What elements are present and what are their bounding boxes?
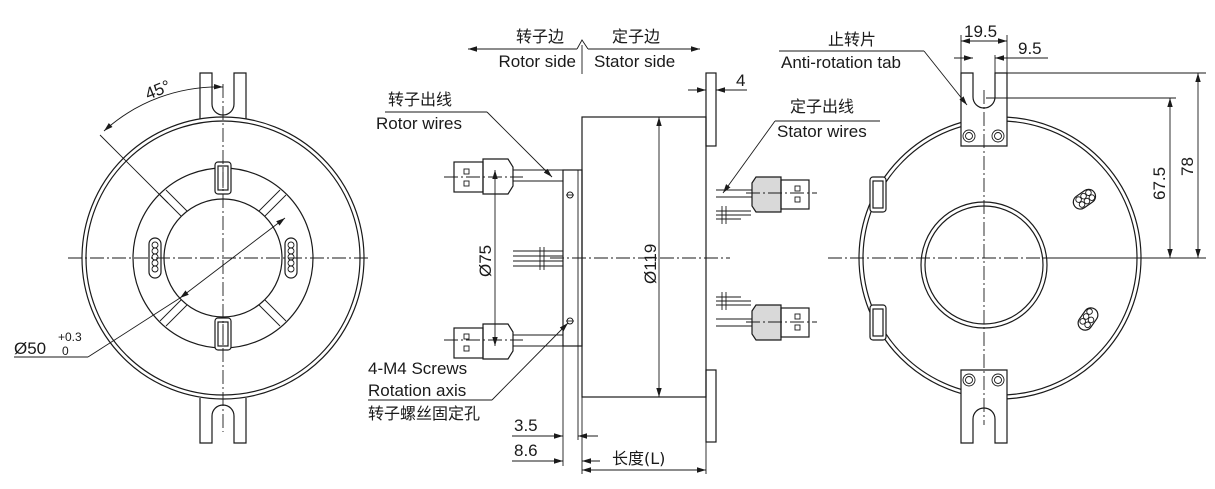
dim-3-5: 3.5 (514, 416, 538, 435)
stator-wire-bundle-upper (1072, 188, 1097, 210)
rotor-center-wires (513, 247, 563, 270)
stator-wires-zh: 定子出线 (790, 97, 854, 116)
rotor-wires-callout: 转子出线 Rotor wires (376, 90, 553, 178)
slot-height-label: 67.5 (1150, 167, 1169, 200)
stator-usb-port-lower (869, 304, 887, 341)
bore-diameter-label: Ø50 (14, 339, 46, 358)
rotation-axis-label: Rotation axis (368, 381, 466, 400)
rotor-usb-connector-bottom (444, 323, 563, 360)
anti-rotation-tab-top (960, 72, 1008, 147)
rotor-wires-zh: 转子出线 (388, 90, 452, 109)
rotor-diameter-label: Ø75 (476, 245, 495, 277)
rotor-usb-connector-top (444, 158, 563, 195)
tab-height-label: 78 (1178, 157, 1197, 176)
rotor-ribs (159, 189, 287, 327)
dim-8-6: 8.6 (514, 441, 538, 460)
anti-rotation-tab-callout: 止转片 Anti-rotation tab (779, 30, 968, 106)
anti-rotation-tab-en: Anti-rotation tab (781, 53, 901, 72)
stator-side-en: Stator side (594, 52, 675, 71)
flange-thickness-label: 4 (736, 71, 745, 90)
angle-label: 45° (142, 76, 173, 103)
anti-rotation-tab-zh: 止转片 (828, 30, 876, 49)
stator-tab-bottom (705, 369, 717, 443)
screws-label-en: 4-M4 Screws (368, 359, 467, 378)
axial-dimensions: 3.5 8.6 长度(L) (512, 346, 707, 474)
length-label: 长度(L) (612, 449, 665, 468)
tolerance-upper: +0.3 (58, 330, 82, 344)
stator-wires-callout: 定子出线 Stator wires (722, 97, 880, 194)
tab-width-dimensions: 19.5 9.5 (954, 22, 1048, 73)
body-diameter-label: Ø119 (641, 244, 660, 284)
stator-wires-en: Stator wires (777, 122, 867, 141)
rotor-wires-en: Rotor wires (376, 114, 462, 133)
stator-tab-top (705, 72, 717, 147)
stator-wire-bundle-lower (1077, 307, 1099, 331)
screws-callout: 4-M4 Screws Rotation axis 转子螺丝固定孔 (368, 322, 569, 423)
screws-label-zh: 转子螺丝固定孔 (368, 404, 480, 423)
side-indicator: 转子边 Rotor side 定子边 Stator side (468, 27, 700, 74)
slot-width-label: 9.5 (1018, 39, 1042, 58)
right-view: 止转片 Anti-rotation tab 19.5 9.5 67.5 78 (779, 22, 1206, 444)
tolerance-lower: 0 (62, 344, 69, 358)
flange-thickness-dimension: 4 (688, 71, 747, 93)
rotor-diameter-dimension: Ø75 (476, 170, 498, 346)
side-view: 转子边 Rotor side 定子边 Stator side (368, 27, 880, 474)
left-view: 45° Ø50 +0.3 0 (14, 72, 370, 444)
rotor-side-en: Rotor side (499, 52, 576, 71)
stator-usb-connector-bottom (716, 292, 817, 341)
stator-usb-connector-top (716, 176, 817, 224)
tab-height-dimensions: 67.5 78 (986, 72, 1206, 259)
stator-side-zh: 定子边 (612, 27, 660, 46)
rotor-side-zh: 转子边 (516, 27, 564, 46)
bore-dimension: Ø50 +0.3 0 (14, 217, 286, 358)
body-diameter-dimension: Ø119 (641, 117, 662, 397)
tab-width-label: 19.5 (964, 22, 997, 41)
stator-usb-port-upper (869, 176, 887, 213)
